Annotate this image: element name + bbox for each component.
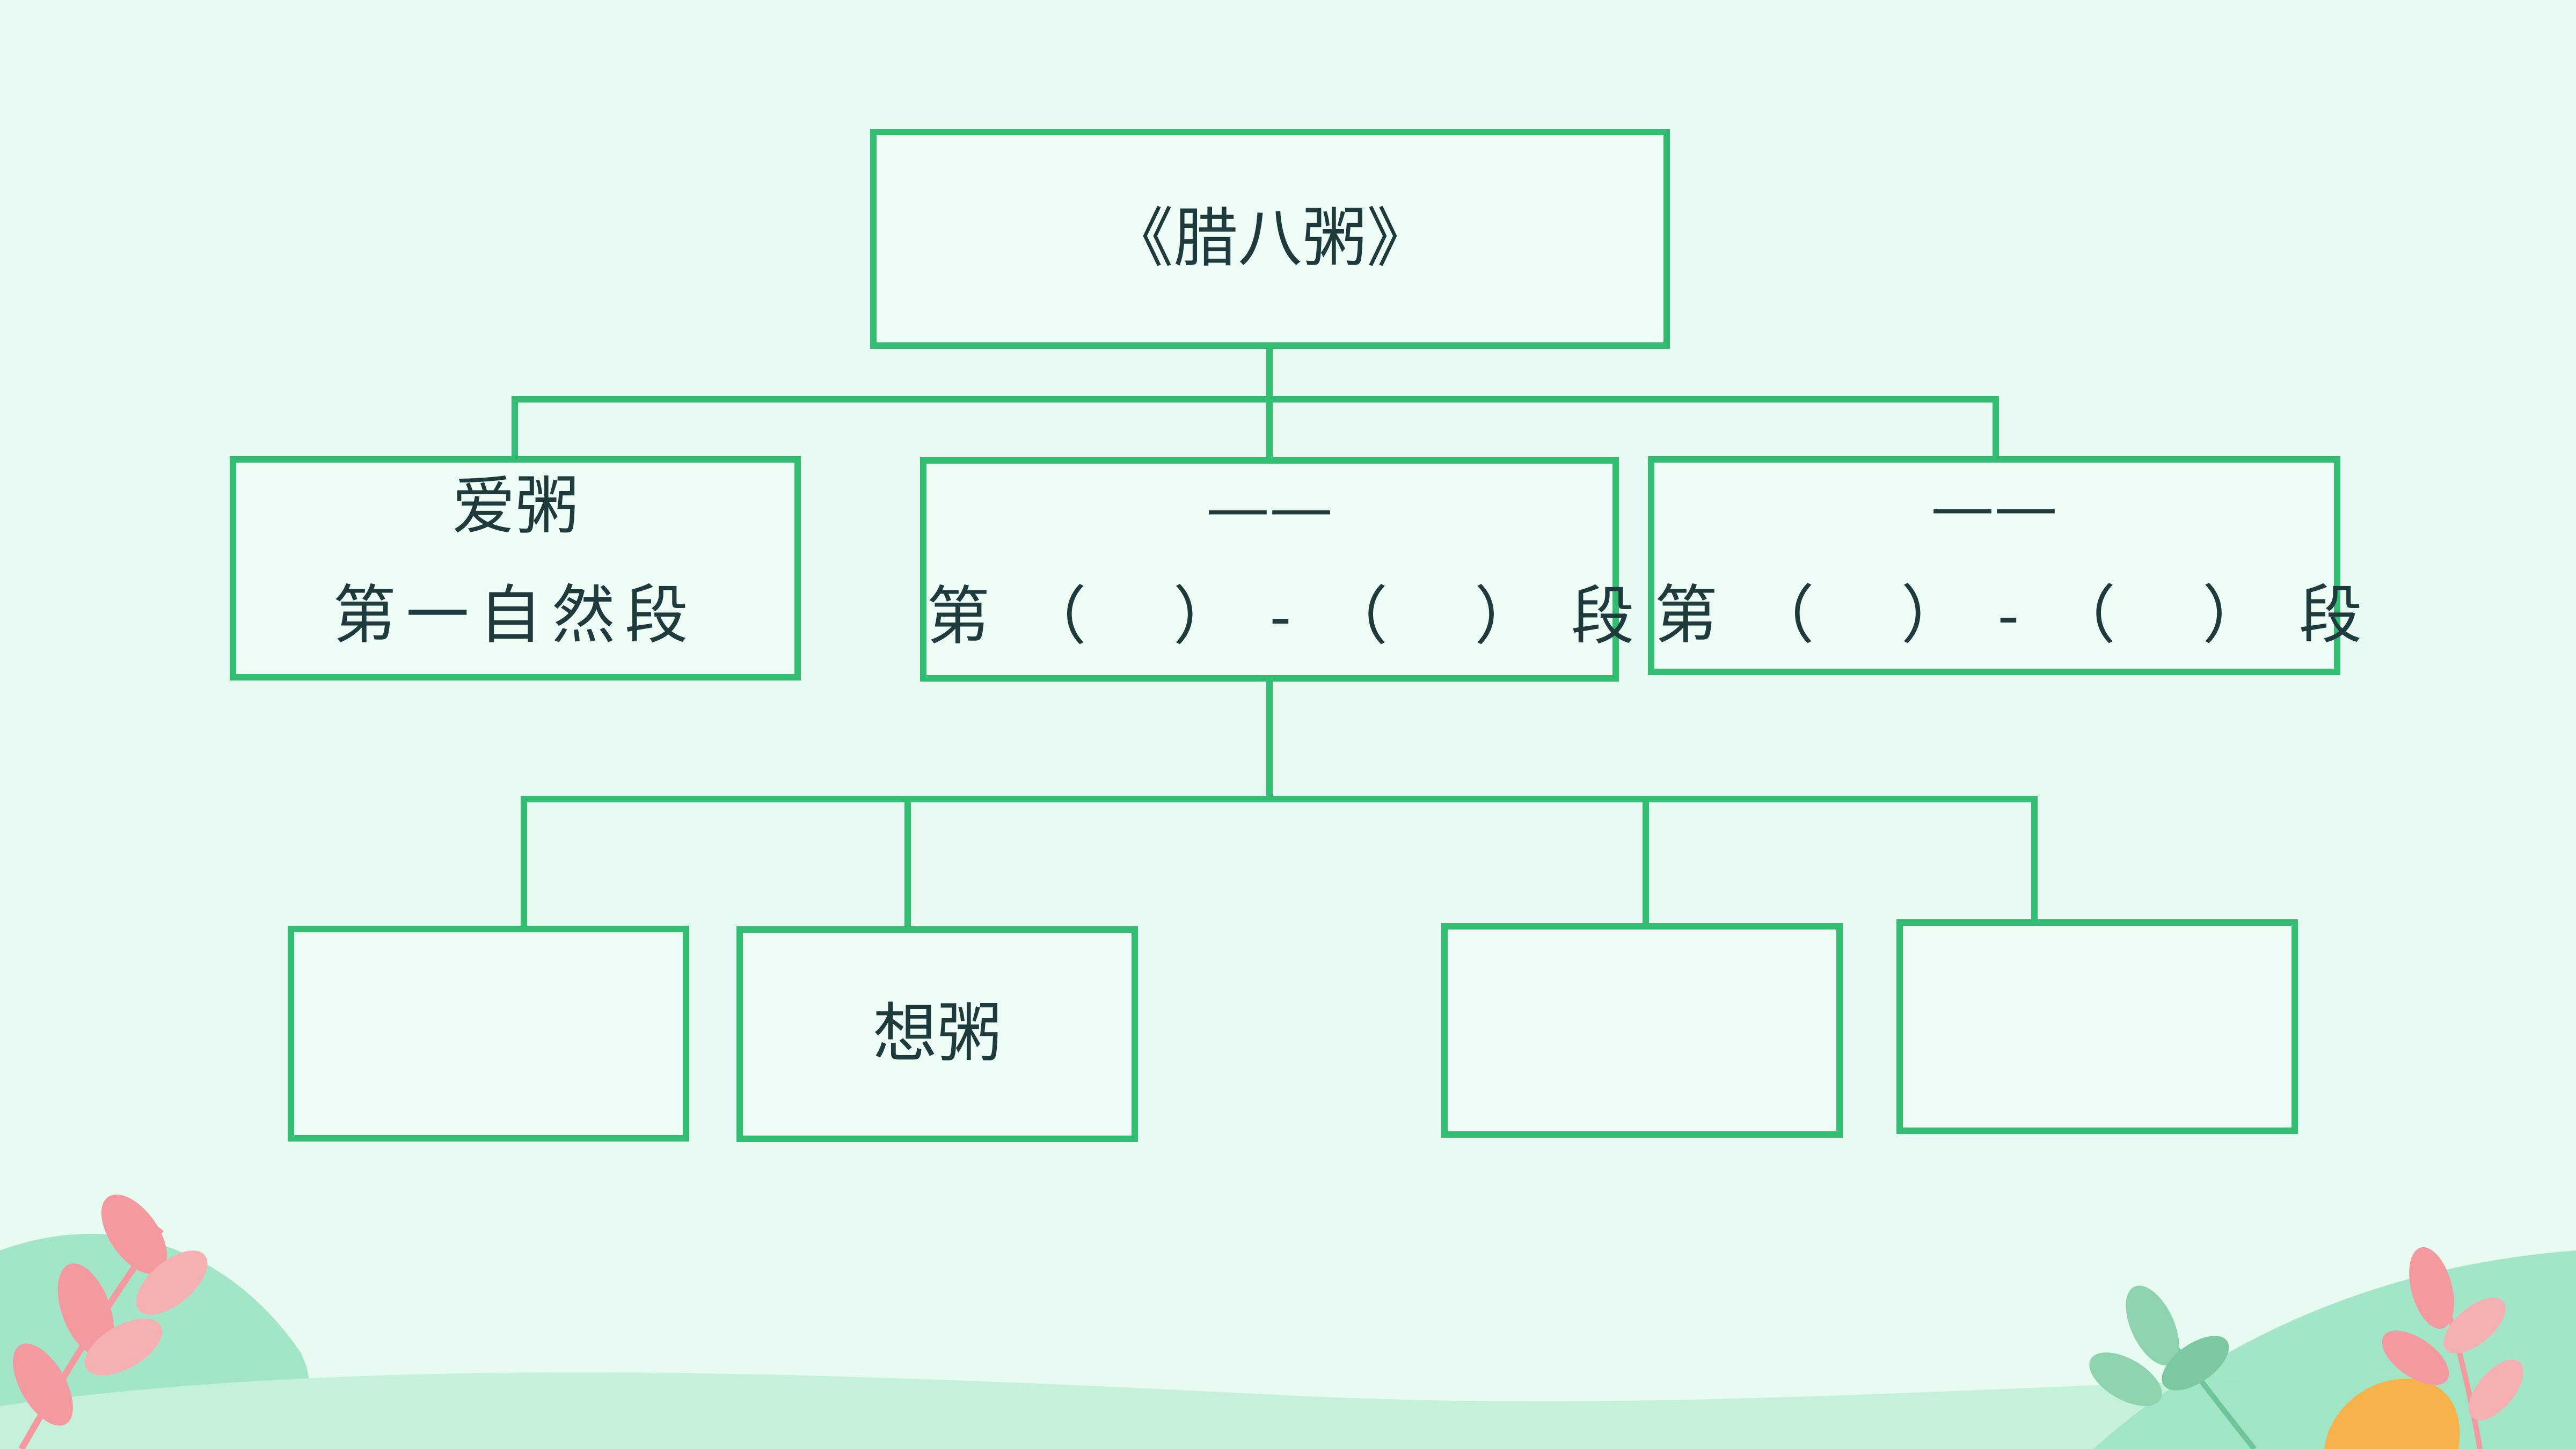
level1-box-3: —— 第（ ）-（ ）段 xyxy=(1648,456,2396,675)
level2-box-4 xyxy=(1896,919,2298,1134)
connector-level2-3 xyxy=(1643,796,1649,925)
branch-right-pink-icon xyxy=(2382,1247,2523,1449)
level1-box-2: —— 第（ ）-（ ）段 xyxy=(920,457,1668,682)
connector-level2-bar xyxy=(521,796,2038,802)
level1-box-1-paragraph: 第一自然段 xyxy=(332,578,698,652)
hill-bottom-shape xyxy=(0,1372,2576,1449)
level1-box-1-heading: 爱粥 xyxy=(451,469,579,543)
connector-root-down xyxy=(1266,349,1273,402)
connector-level1-right xyxy=(1993,396,1999,458)
connector-level1-middle xyxy=(1266,396,1273,460)
connector-level2-2 xyxy=(904,796,911,927)
branch-left-icon xyxy=(13,1194,208,1449)
connector-level2-1 xyxy=(521,796,527,927)
connector-middle-down xyxy=(1266,679,1273,802)
level2-box-3 xyxy=(1441,923,1843,1138)
connector-level2-4 xyxy=(2031,796,2038,921)
level1-box-2-heading-blank: —— xyxy=(1206,470,1333,544)
connector-level1-left xyxy=(512,396,518,458)
level2-box-2: 想粥 xyxy=(736,926,1138,1142)
root-title: 《腊八粥》 xyxy=(1109,201,1431,276)
branch-right-green-icon xyxy=(2089,1285,2257,1449)
level1-box-1: 爱粥 第一自然段 xyxy=(230,456,801,680)
level1-box-3-paragraph: 第（ ）-（ ）段 xyxy=(1654,578,2396,652)
level2-box-2-text: 想粥 xyxy=(873,997,1002,1071)
level2-box-1 xyxy=(288,926,689,1141)
connector-level1-bar xyxy=(512,396,1999,402)
orange-blob-shape xyxy=(2324,1378,2460,1449)
level1-box-3-heading-blank: —— xyxy=(1931,469,2057,543)
root-box: 《腊八粥》 xyxy=(870,129,1670,349)
level1-box-2-paragraph: 第（ ）-（ ）段 xyxy=(926,579,1668,653)
